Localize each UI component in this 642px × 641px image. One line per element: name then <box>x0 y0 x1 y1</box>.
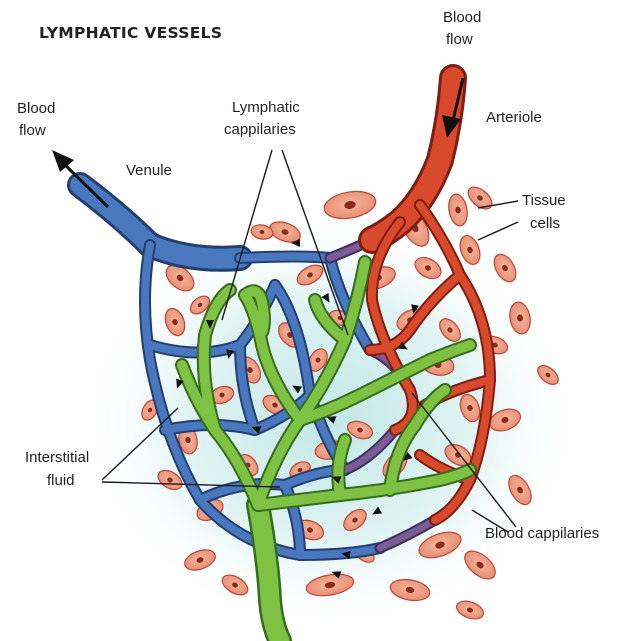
blood-flow-in-line1: Blood <box>443 9 481 26</box>
interstitial-fluid-line1: Interstitial <box>25 449 89 466</box>
label-interstitial-fluid: Interstitial fluid <box>25 449 89 489</box>
label-blood-capillaries: Blood cappilaries <box>485 525 599 542</box>
blood-flow-out-line1: Blood <box>17 100 55 117</box>
label-lymphatic-capillaries: Lymphatic cappilaries <box>224 99 300 138</box>
tissue-cells-line2: cells <box>530 215 560 232</box>
label-tissue-cells: Tissue cells <box>522 192 566 232</box>
lymphatic-capillaries-line2: cappilaries <box>224 121 296 138</box>
tissue-cells-leader-lower <box>478 222 518 240</box>
label-blood-flow-in: Blood flow <box>443 9 481 48</box>
blood-flow-out-line2: flow <box>19 122 46 139</box>
label-venule: Venule <box>126 162 172 179</box>
tissue-cells-line1: Tissue <box>522 192 566 209</box>
blood-flow-in-line2: flow <box>446 31 473 48</box>
label-blood-flow-out: Blood flow <box>17 100 55 139</box>
interstitial-fluid-line2: fluid <box>47 472 75 489</box>
page-title: LYMPHATIC VESSELS <box>39 24 222 42</box>
lymphatic-capillaries-line1: Lymphatic <box>232 99 300 116</box>
label-arteriole: Arteriole <box>486 109 542 126</box>
